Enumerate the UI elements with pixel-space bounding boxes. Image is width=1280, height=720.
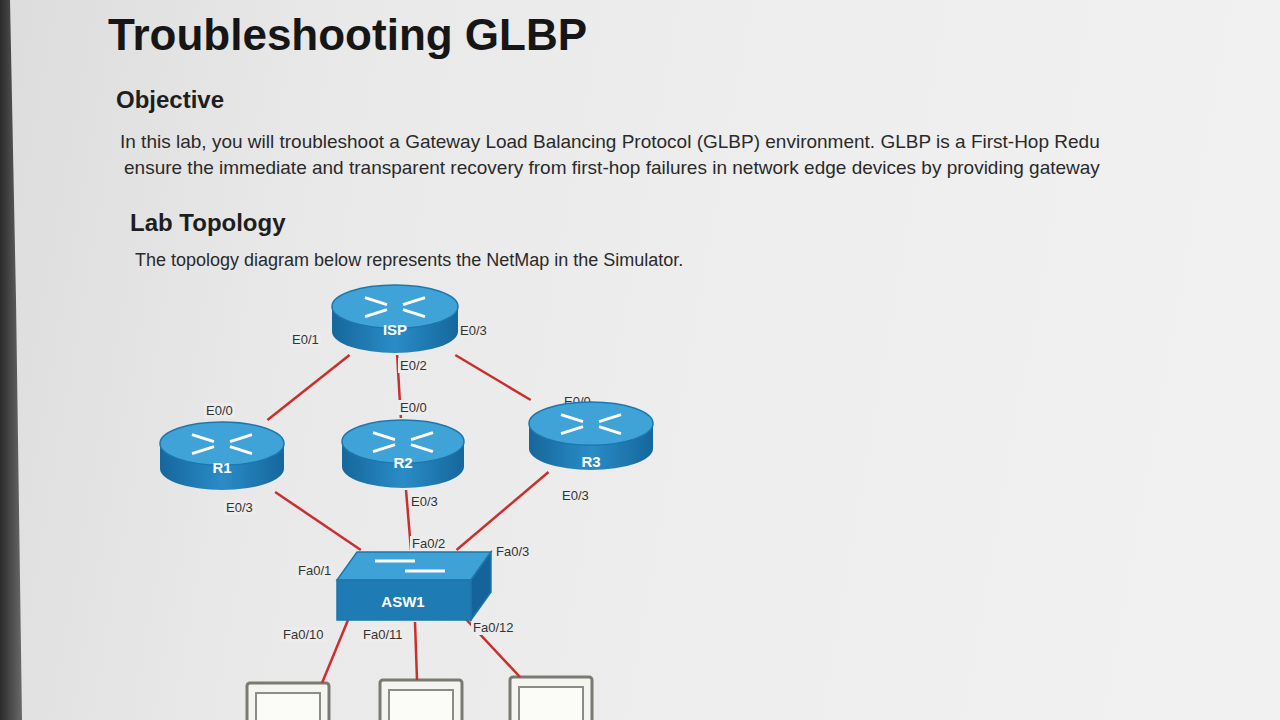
network-link — [456, 472, 548, 550]
interface-label: E0/3 — [458, 323, 489, 338]
interface-label: Fa0/3 — [494, 544, 531, 559]
device-name: R3 — [581, 453, 600, 470]
link-line — [267, 355, 349, 420]
link-line — [456, 472, 548, 550]
link-line — [275, 492, 361, 550]
router-icon — [158, 420, 286, 492]
router-node: ISP — [330, 283, 460, 355]
interface-label: Fa0/12 — [471, 620, 515, 635]
router-node: R3 — [527, 400, 655, 472]
section-heading: Lab Topology — [130, 209, 286, 237]
page-title: Troubleshooting GLBP — [108, 10, 587, 60]
access-links — [322, 615, 520, 683]
interface-label: E0/3 — [224, 500, 255, 515]
interface-label: Fa0/1 — [296, 563, 333, 578]
interface-label: E0/3 — [409, 494, 440, 509]
device-name: R1 — [212, 459, 231, 476]
body-text: In this lab, you will troubleshoot a Gat… — [120, 131, 1100, 153]
device-name: R2 — [393, 454, 412, 471]
switch-node: ASW1 — [335, 550, 493, 622]
interface-label: E0/0 — [398, 400, 429, 415]
router-node: R1 — [158, 420, 286, 492]
interface-label: E0/3 — [560, 488, 591, 503]
pc-icons — [247, 677, 592, 720]
interface-label: Fa0/10 — [281, 627, 325, 642]
network-link — [455, 355, 530, 400]
switch-icon — [335, 550, 493, 622]
network-link — [275, 492, 361, 550]
interface-label: E0/2 — [398, 358, 429, 373]
body-text: The topology diagram below represents th… — [135, 250, 683, 271]
link-line — [455, 355, 530, 400]
network-link — [267, 355, 349, 420]
router-node: R2 — [340, 418, 466, 490]
device-name: ISP — [383, 321, 407, 338]
body-text: ensure the immediate and transparent rec… — [124, 157, 1100, 179]
device-name: ASW1 — [381, 593, 424, 610]
section-heading: Objective — [116, 86, 224, 114]
interface-label: Fa0/11 — [361, 627, 405, 642]
interface-label: E0/1 — [290, 332, 321, 347]
screen-bezel — [0, 0, 22, 720]
interface-label: E0/0 — [204, 403, 235, 418]
router-icon — [330, 283, 460, 355]
interface-label: Fa0/2 — [410, 536, 447, 551]
